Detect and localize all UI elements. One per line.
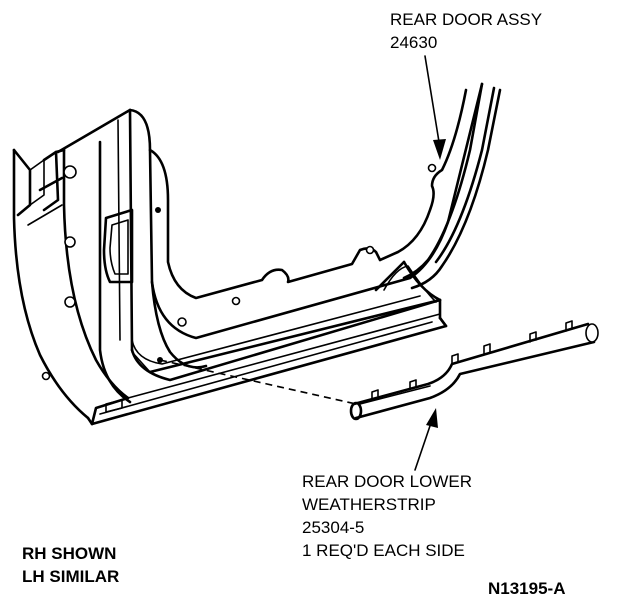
label-weatherstrip-line1: REAR DOOR LOWER xyxy=(302,472,472,491)
note-lh-similar: LH SIMILAR xyxy=(22,567,119,586)
note-rh-shown: RH SHOWN xyxy=(22,544,116,563)
leader-rear-door-assy xyxy=(424,55,446,160)
install-path-dashed xyxy=(159,359,357,405)
figure-id: N13195-A xyxy=(488,579,566,598)
label-weatherstrip-qty: 1 REQ'D EACH SIDE xyxy=(302,541,465,560)
label-weatherstrip-number: 25304-5 xyxy=(302,518,364,537)
label-rear-door-assy-number: 24630 xyxy=(390,33,437,52)
label-weatherstrip-line2: WEATHERSTRIP xyxy=(302,495,436,514)
label-rear-door-assy-name: REAR DOOR ASSY xyxy=(390,10,542,29)
leader-weatherstrip xyxy=(414,408,438,471)
weatherstrip-part xyxy=(349,320,599,421)
body-pillar xyxy=(12,108,161,420)
rear-door-panel xyxy=(128,82,502,382)
